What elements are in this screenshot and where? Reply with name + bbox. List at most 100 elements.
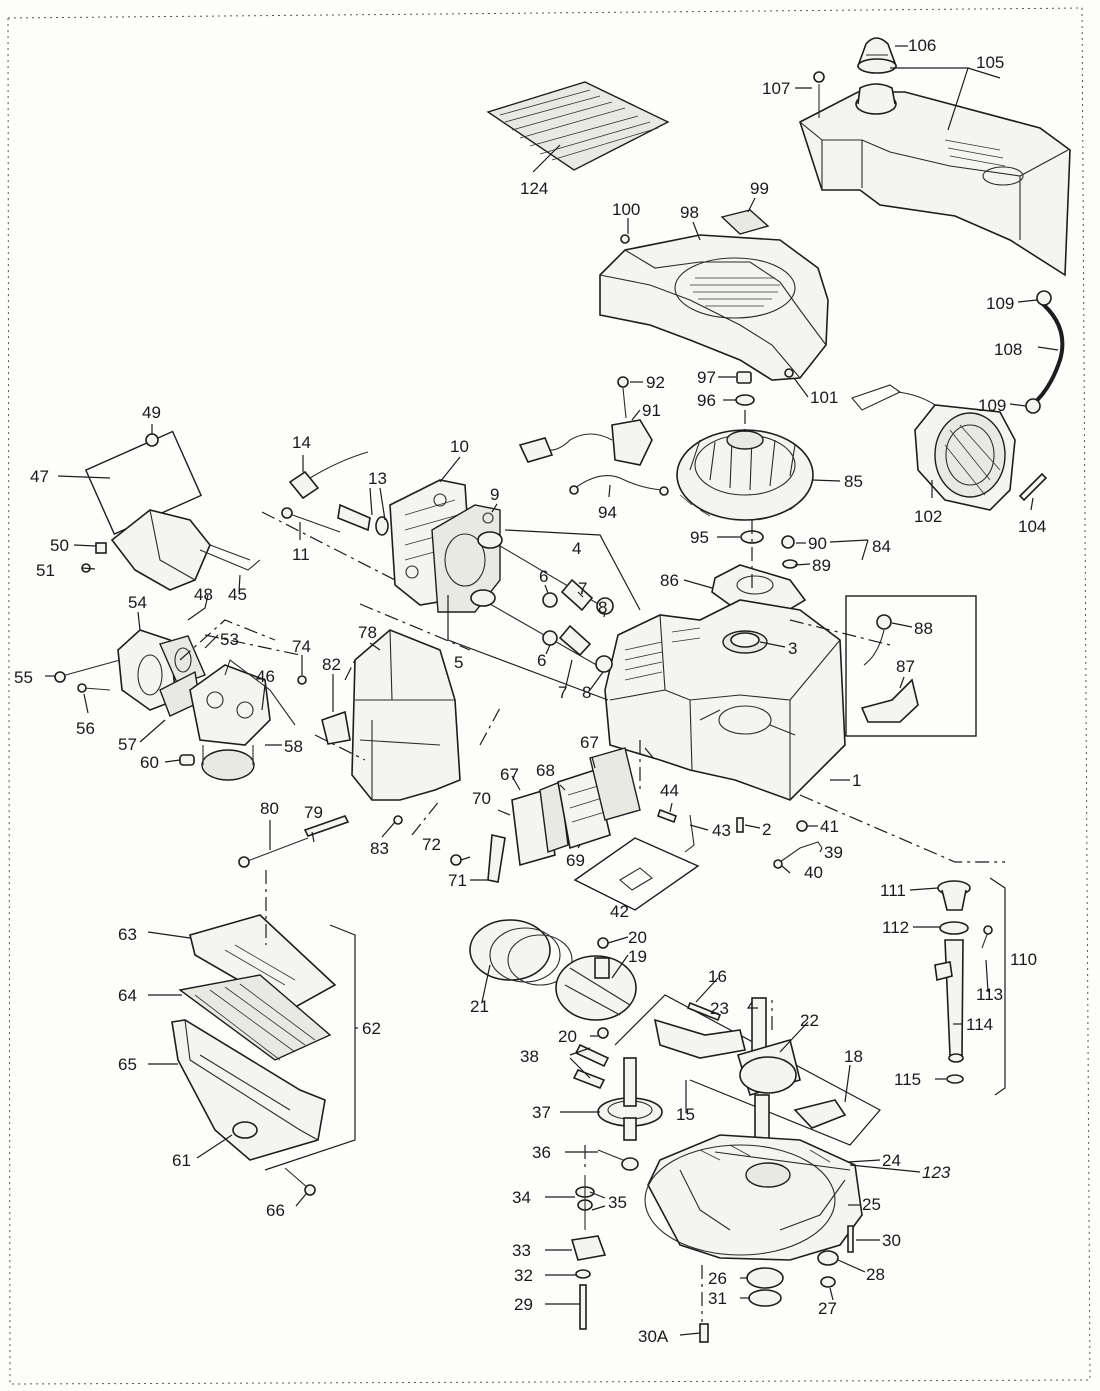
part-56-screw — [77, 683, 111, 693]
label-40: 40 — [804, 863, 823, 882]
label-15: 15 — [676, 1105, 695, 1124]
label-38: 38 — [520, 1047, 539, 1066]
label-104: 104 — [1018, 517, 1046, 536]
label-32: 32 — [514, 1266, 533, 1285]
label-28: 28 — [866, 1265, 885, 1284]
part-110-bracket-line — [989, 877, 1006, 1096]
part-30A-plug — [699, 1323, 709, 1343]
part-67-gasket-b — [589, 747, 641, 821]
part-90-screw — [781, 535, 795, 549]
part-102-recoil-starter — [851, 384, 1016, 511]
part-92-screw — [617, 376, 629, 419]
label-57: 57 — [118, 735, 137, 754]
label-96: 96 — [697, 391, 716, 410]
part-96-washer — [735, 394, 755, 406]
label-67-upper: 67 — [580, 733, 599, 752]
part-30-screw — [847, 1225, 854, 1253]
label-92: 92 — [646, 373, 665, 392]
part-113-screw — [981, 925, 993, 949]
label-9: 9 — [490, 485, 499, 504]
label-74: 74 — [292, 637, 311, 656]
label-68: 68 — [536, 761, 555, 780]
label-66: 66 — [266, 1201, 285, 1220]
part-42-group-box — [573, 837, 700, 911]
label-98: 98 — [680, 203, 699, 222]
part-31-washer — [748, 1289, 782, 1307]
label-2: 2 — [762, 820, 771, 839]
label-123: 123 — [922, 1163, 951, 1182]
part-39-40-link — [773, 841, 823, 869]
part-71-pipe — [487, 834, 506, 883]
part-25-crankcase-cover — [644, 1134, 863, 1261]
label-64: 64 — [118, 986, 137, 1005]
label-84: 84 — [872, 537, 891, 556]
part-2-pin — [736, 817, 744, 833]
label-79: 79 — [304, 803, 323, 822]
assembly-leader-lines — [179, 410, 1005, 1322]
part-124-filter-sheet — [486, 81, 670, 171]
label-72: 72 — [422, 835, 441, 854]
label-88: 88 — [914, 619, 933, 638]
label-87: 87 — [896, 657, 915, 676]
label-11: 11 — [292, 545, 310, 564]
label-110: 110 — [1010, 950, 1037, 969]
part-88-wire-switch — [863, 614, 892, 666]
part-79-shaft — [303, 815, 350, 837]
label-20-lower: 20 — [558, 1027, 577, 1046]
label-46: 46 — [256, 667, 275, 686]
part-72-nut — [450, 854, 462, 866]
part-61-nut — [232, 1121, 258, 1139]
part-97-nut — [736, 371, 752, 384]
label-109-top: 109 — [986, 294, 1014, 313]
part-5-valve-group — [447, 589, 613, 701]
label-leader-lines — [45, 45, 1059, 1336]
part-26-seal — [746, 1267, 784, 1289]
label-31: 31 — [708, 1289, 727, 1308]
label-71: 71 — [448, 871, 467, 890]
part-13-spark-plug — [337, 503, 389, 536]
label-60: 60 — [140, 753, 159, 772]
part-78-air-guide — [351, 629, 461, 801]
part-83-screw — [393, 815, 403, 825]
label-34: 34 — [512, 1188, 531, 1207]
label-85: 85 — [844, 472, 863, 491]
label-50: 50 — [50, 536, 69, 555]
part-112-o-ring — [939, 921, 969, 935]
label-37: 37 — [532, 1103, 551, 1122]
part-82-bracket — [321, 710, 351, 745]
part-63-filter-cover — [189, 914, 337, 1011]
part-107-screw — [813, 71, 825, 118]
part-64-filter-element — [178, 974, 332, 1061]
label-18: 18 — [844, 1047, 863, 1066]
label-94: 94 — [598, 503, 617, 522]
part-19-piston — [555, 955, 637, 1021]
label-54: 54 — [128, 593, 147, 612]
label-112: 112 — [882, 918, 909, 937]
part-108-fuel-line — [1025, 290, 1065, 414]
label-63: 63 — [118, 925, 137, 944]
label-86: 86 — [660, 571, 679, 590]
part-33-governor-gear — [570, 1235, 607, 1261]
label-1: 1 — [852, 771, 861, 790]
label-33: 33 — [512, 1241, 531, 1260]
part-15-connecting-rod — [653, 1018, 746, 1059]
label-20-upper: 20 — [628, 928, 647, 947]
label-67-lower: 67 — [500, 765, 519, 784]
label-30A: 30A — [638, 1327, 669, 1346]
label-16: 16 — [708, 967, 727, 986]
label-56: 56 — [76, 719, 95, 738]
part-80-bolt — [238, 837, 309, 868]
label-48: 48 — [194, 585, 213, 604]
part-1-cylinder-block — [604, 599, 846, 801]
part-44-43-link — [656, 808, 695, 853]
part-55-screw — [54, 659, 121, 683]
part-42-brake-part — [619, 867, 653, 891]
part-104-screw — [1018, 472, 1048, 502]
label-82: 82 — [322, 655, 341, 674]
label-26: 26 — [708, 1269, 727, 1288]
label-47: 47 — [30, 467, 49, 486]
part-9-head-gasket — [431, 504, 501, 613]
label-13: 13 — [368, 469, 387, 488]
part-115-o-ring — [946, 1074, 964, 1084]
part-74-screw — [297, 675, 307, 685]
